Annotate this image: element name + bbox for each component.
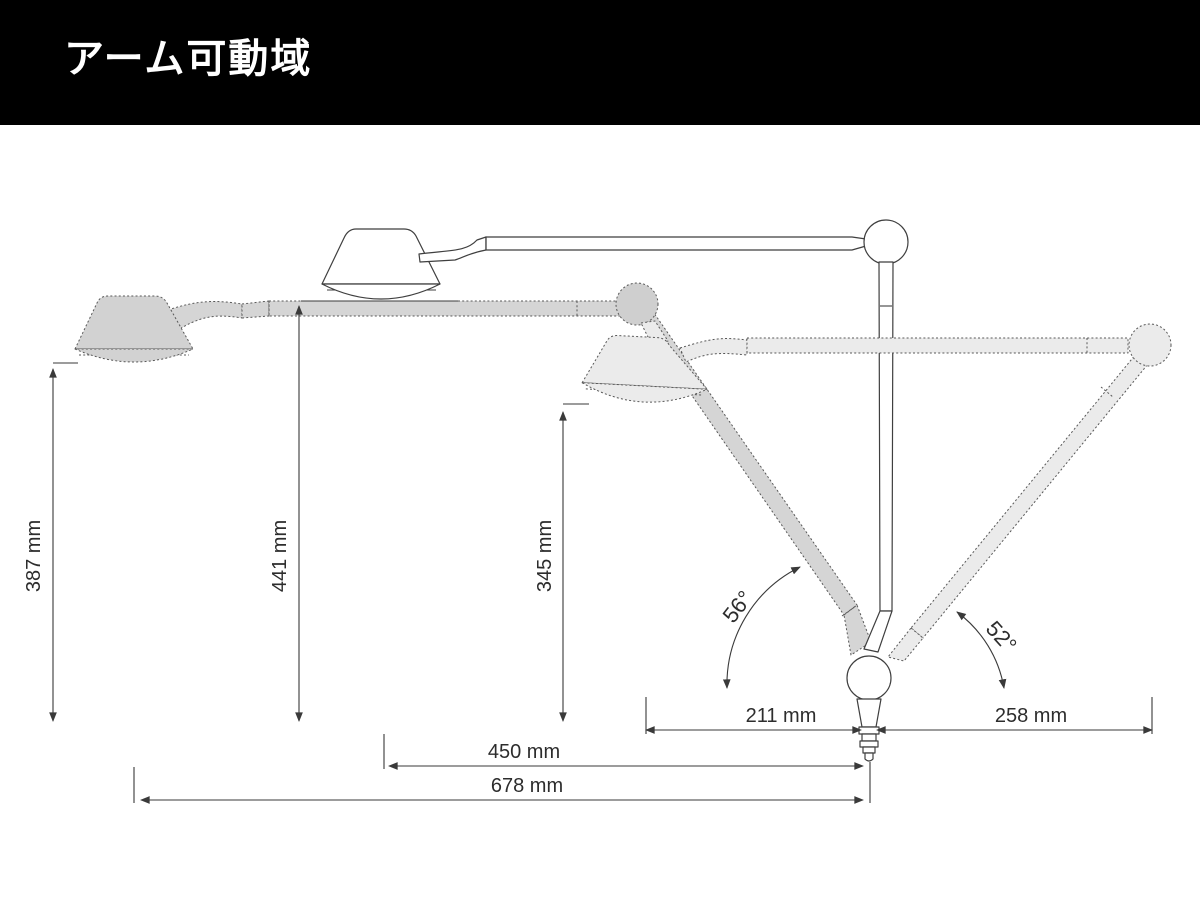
lamp-head-far-left [74, 295, 194, 350]
clamp-band [861, 733, 877, 742]
arm-joint-line [1100, 386, 1114, 398]
dimension-label-258: 258 mm [995, 705, 1067, 727]
base-ball-joint [846, 655, 892, 701]
angle-label-52: 52° [981, 616, 1022, 657]
base-assembly [846, 655, 892, 762]
dimension-label-441: 441 mm [269, 520, 291, 592]
clamp-band [858, 726, 880, 735]
elbow-joint-right [1128, 323, 1172, 367]
angle-label-56: 56° [718, 586, 758, 628]
lamp-head-middle [581, 335, 708, 403]
lamp-head-lens [581, 382, 708, 403]
dimension-label-345: 345 mm [534, 520, 556, 592]
clamp-band [859, 740, 879, 748]
upper-arm-right-swing [910, 353, 1149, 639]
dimension-label-678: 678 mm [491, 775, 563, 797]
upper-arm-vertical-lower [863, 610, 893, 653]
elbow-joint-top [863, 219, 909, 265]
forearm-kink [241, 300, 270, 319]
clamp-tip [864, 752, 874, 762]
upper-arm-right-elbow-piece [887, 627, 924, 662]
forearm-horizontal [268, 300, 623, 317]
forearm-neck-right [679, 338, 748, 363]
lamp-head-lens [321, 283, 441, 300]
elbow-joint-left [615, 282, 659, 326]
upper-arm-vertical [878, 261, 894, 612]
title-bar: アーム可動域 [0, 0, 1200, 125]
lamp-position-raised [321, 219, 909, 653]
dimension-label-387: 387 mm [23, 520, 45, 592]
lamp-position-right-swing [581, 320, 1172, 662]
dimension-label-211: 211 mm [746, 705, 817, 727]
lamp-head-lens [74, 348, 194, 363]
angle-arc-right [956, 611, 1007, 689]
angle-arc-left [722, 566, 801, 689]
lamp-head-shade [581, 335, 708, 390]
page-title: アーム可動域 [64, 37, 313, 81]
dimension-label-450: 450 mm [488, 741, 560, 763]
forearm-right [746, 337, 1129, 354]
arm-joint-line [841, 605, 857, 617]
head-arm-connector [418, 236, 487, 263]
forearm-raised [485, 236, 867, 251]
clamp-band [862, 746, 876, 754]
base-neck [856, 698, 882, 728]
lamp-head-upper [321, 228, 441, 285]
